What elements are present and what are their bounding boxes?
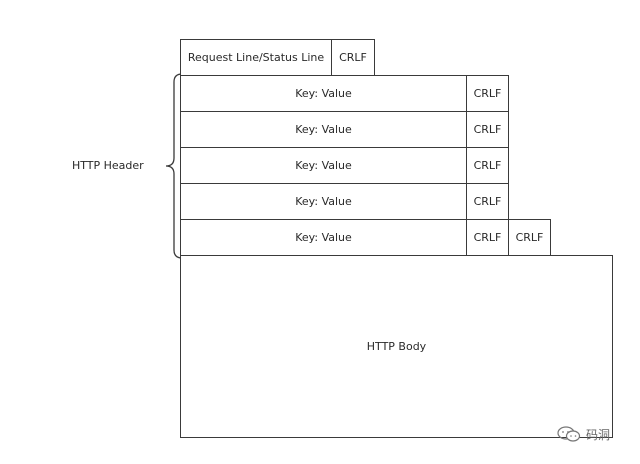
header-field-crlf-label: CRLF: [473, 195, 502, 208]
start-line-crlf-label: CRLF: [339, 51, 367, 64]
header-field-crlf-label: CRLF: [473, 231, 502, 244]
watermark: 码洞: [556, 425, 610, 443]
header-field-crlf-box: CRLF: [466, 183, 509, 220]
header-field-crlf-label: CRLF: [473, 87, 502, 100]
header-field-crlf-box: CRLF: [466, 75, 509, 112]
header-field-box: Key: Value: [180, 147, 467, 184]
header-field-box: Key: Value: [180, 219, 467, 256]
http-body-label: HTTP Body: [366, 340, 427, 353]
header-field-label: Key: Value: [295, 195, 352, 208]
watermark-text: 码洞: [586, 427, 611, 442]
http-header-label: HTTP Header: [72, 159, 144, 172]
wechat-icon: [557, 426, 581, 442]
header-brace: [165, 73, 183, 259]
header-field-label: Key: Value: [295, 159, 352, 172]
header-field-box: Key: Value: [180, 183, 467, 220]
start-line-box: Request Line/Status Line: [180, 39, 332, 76]
header-field-box: Key: Value: [180, 111, 467, 148]
header-end-crlf-label: CRLF: [515, 231, 544, 244]
start-line-label: Request Line/Status Line: [187, 51, 325, 64]
start-line-crlf-box: CRLF: [331, 39, 375, 76]
header-field-crlf-box: CRLF: [466, 111, 509, 148]
http-body-box: HTTP Body: [180, 255, 613, 438]
header-end-crlf-box: CRLF: [508, 219, 551, 256]
header-field-crlf-box: CRLF: [466, 147, 509, 184]
header-field-box: Key: Value: [180, 75, 467, 112]
header-field-label: Key: Value: [295, 231, 352, 244]
header-field-crlf-label: CRLF: [473, 159, 502, 172]
header-field-crlf-label: CRLF: [473, 123, 502, 136]
header-field-crlf-box: CRLF: [466, 219, 509, 256]
header-field-label: Key: Value: [295, 87, 352, 100]
header-field-label: Key: Value: [295, 123, 352, 136]
